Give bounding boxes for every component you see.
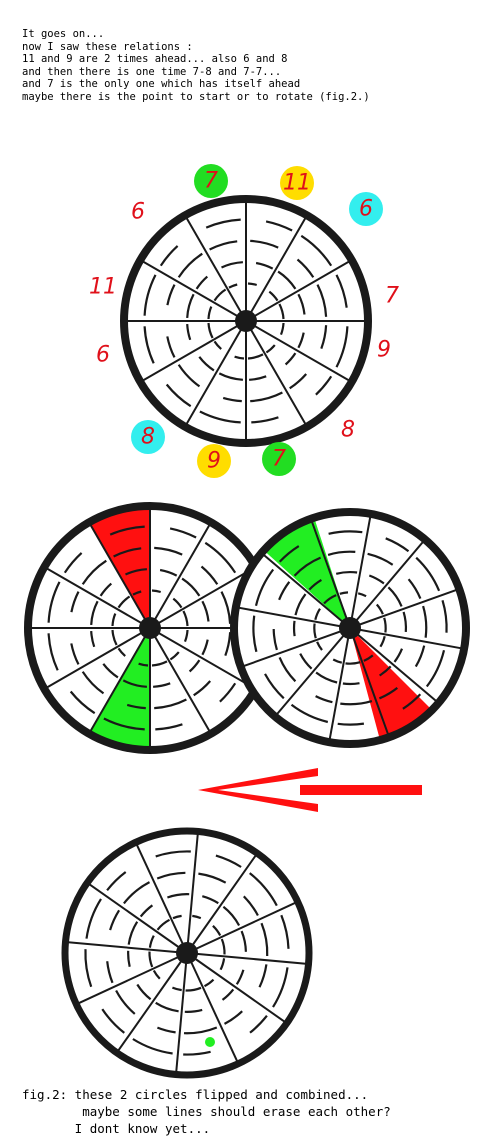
intro-line: and 7 is the only one which has itself a… [22, 78, 301, 91]
caption-line: I dont know yet... [22, 1121, 211, 1136]
number-label: 11 [280, 166, 314, 200]
number-badge [280, 166, 314, 200]
arc-segments [84, 850, 290, 1056]
number-label: 8 [131, 420, 165, 454]
number-text: 8 [341, 418, 355, 443]
number-text: 7 [204, 169, 218, 194]
number-text: 11 [283, 171, 311, 196]
number-label: 6 [131, 200, 145, 225]
number-text: 7 [385, 284, 399, 309]
number-text: 6 [96, 343, 110, 368]
number-label: 6 [349, 192, 383, 226]
wheel-rim [61, 827, 313, 1079]
number-label: 7 [194, 164, 228, 198]
top-wheel-labels: 7 11 6 7 9 8 7 9 8 6 11 6 [89, 164, 399, 478]
green-dot [205, 1037, 215, 1047]
number-text: 6 [359, 197, 373, 222]
number-label: 9 [377, 338, 391, 363]
number-badge [197, 444, 231, 478]
number-badge [131, 420, 165, 454]
arc-segments [252, 530, 448, 726]
wheel-rim [120, 195, 372, 447]
arc-segments [47, 525, 253, 731]
number-text: 9 [377, 338, 391, 363]
wheel-rim [230, 508, 470, 748]
wheel-spokes [65, 831, 309, 1075]
number-text: 8 [141, 425, 155, 450]
number-label: 6 [96, 343, 110, 368]
highlight-wedge [89, 505, 150, 628]
number-label: 9 [197, 444, 231, 478]
caption-line: maybe some lines should erase each other… [22, 1104, 391, 1119]
arrow-shaft [300, 785, 422, 795]
intro-text: It goes on... now I saw these relations … [22, 28, 370, 104]
intro-line: now I saw these relations : [22, 40, 193, 53]
wheel-hub [139, 617, 161, 639]
number-label: 7 [385, 284, 399, 309]
left-wheel [24, 502, 276, 754]
intro-line: maybe there is the point to start or to … [22, 90, 370, 103]
number-badge [349, 192, 383, 226]
intro-line: It goes on... [22, 28, 105, 40]
wheel-hub [176, 942, 198, 964]
caption-line: fig.2: these 2 circles flipped and combi… [22, 1087, 369, 1102]
number-text: 7 [272, 447, 286, 472]
wheel-hub [235, 310, 257, 332]
number-badge [262, 442, 296, 476]
figure-caption: fig.2: these 2 circles flipped and combi… [22, 1086, 391, 1137]
wheel-hub [339, 617, 361, 639]
number-badge [194, 164, 228, 198]
number-text: 6 [131, 200, 145, 225]
number-label: 7 [262, 442, 296, 476]
left-arrow [198, 768, 422, 812]
wheel-spokes [235, 513, 465, 743]
intro-line: and then there is one time 7-8 and 7-7..… [22, 65, 282, 78]
number-text: 11 [89, 275, 117, 300]
number-text: 9 [207, 449, 221, 474]
right-wheel [230, 508, 470, 748]
arc-segments [143, 218, 349, 424]
combined-wheel [61, 827, 313, 1079]
wheel-spokes [124, 199, 368, 443]
top-wheel [120, 195, 372, 447]
arrow-head [198, 768, 318, 812]
number-label: 11 [89, 275, 117, 300]
number-label: 8 [341, 418, 355, 443]
intro-line: 11 and 9 are 2 times ahead... also 6 and… [22, 53, 288, 66]
